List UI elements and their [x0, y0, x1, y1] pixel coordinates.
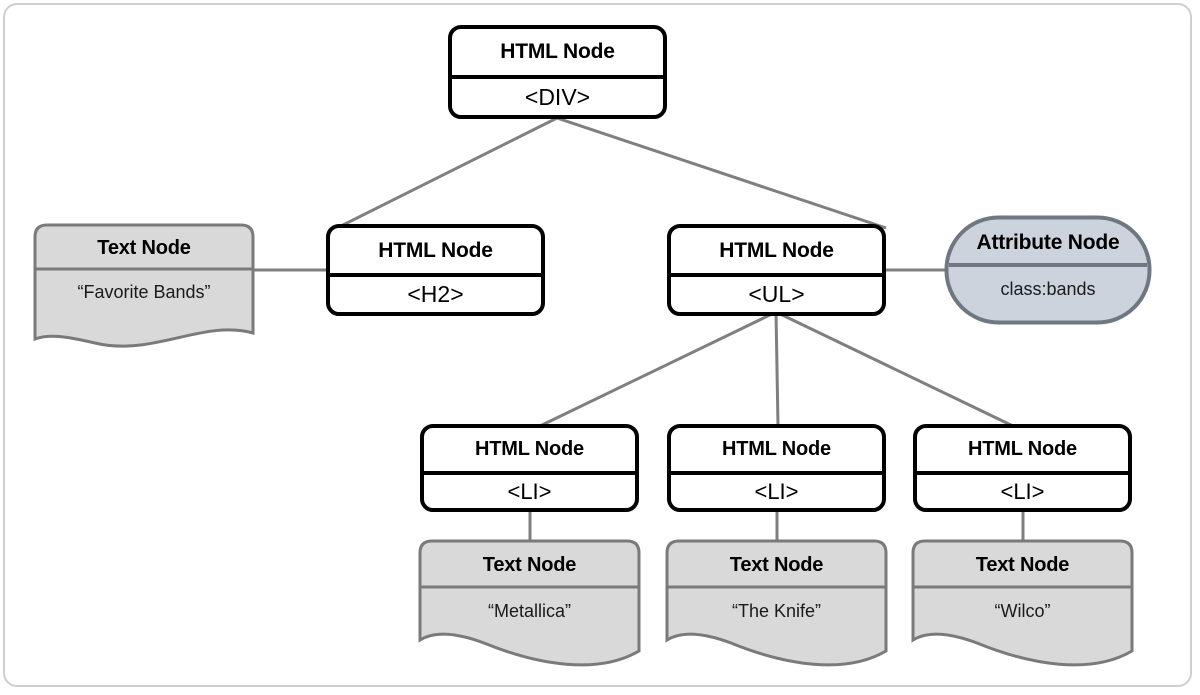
text-node-shape [418, 539, 641, 667]
node-title-html-li-2: HTML Node [671, 428, 882, 475]
node-value-attribute-class-bands: class:bands [1000, 278, 1096, 299]
node-title-html-h2: HTML Node [330, 228, 541, 277]
edge-ul-to-li-1 [539, 310, 777, 428]
node-html-li-3[interactable]: HTML Node <LI> [913, 424, 1132, 512]
node-html-li-1[interactable]: HTML Node <LI> [420, 424, 639, 512]
text-node-shape [911, 539, 1134, 667]
node-title-text-metallica: Text Node [482, 553, 577, 576]
edge-div-to-ul [556, 116, 887, 230]
node-title-html-li-3: HTML Node [917, 428, 1128, 475]
node-text-the-knife[interactable]: Text Node “The Knife” [665, 539, 888, 672]
text-node-shape [665, 539, 888, 667]
attribute-node-shape [944, 215, 1152, 325]
node-tag-html-li-2: <LI> [754, 478, 799, 504]
node-value-text-favorite-bands: “Favorite Bands” [77, 281, 211, 302]
node-title-attribute-class-bands: Attribute Node [976, 231, 1120, 254]
edge-ul-to-li-3 [775, 310, 1014, 428]
node-tag-html-h2: <H2> [407, 281, 464, 307]
node-tag-html-li-1: <LI> [507, 478, 552, 504]
node-title-html-div: HTML Node [452, 29, 663, 79]
node-title-text-wilco: Text Node [975, 553, 1070, 576]
edge-div-to-h2 [336, 116, 558, 230]
node-html-div[interactable]: HTML Node <DIV> [448, 25, 667, 119]
node-attribute-class-bands[interactable]: Attribute Node class:bands [944, 215, 1152, 325]
node-tag-html-li-3: <LI> [1000, 478, 1045, 504]
node-text-wilco[interactable]: Text Node “Wilco” [911, 539, 1134, 672]
node-value-text-metallica: “Metallica” [487, 600, 571, 621]
text-node-shape [33, 223, 255, 348]
node-title-html-ul: HTML Node [671, 228, 882, 277]
node-text-metallica[interactable]: Text Node “Metallica” [418, 539, 641, 672]
node-title-html-li-1: HTML Node [424, 428, 635, 475]
node-html-ul[interactable]: HTML Node <UL> [667, 224, 886, 316]
node-html-li-2[interactable]: HTML Node <LI> [667, 424, 886, 512]
node-tag-html-div: <DIV> [524, 83, 591, 110]
edge-ul-to-li-2 [774, 311, 780, 427]
node-text-favorite-bands[interactable]: Text Node “Favorite Bands” [33, 223, 255, 348]
node-value-text-the-knife: “The Knife” [731, 600, 822, 621]
node-title-text-the-knife: Text Node [729, 553, 824, 576]
node-tag-html-ul: <UL> [748, 281, 805, 307]
node-value-text-wilco: “Wilco” [994, 600, 1051, 621]
node-html-h2[interactable]: HTML Node <H2> [326, 224, 545, 316]
node-title-text-favorite-bands: Text Node [97, 236, 191, 259]
